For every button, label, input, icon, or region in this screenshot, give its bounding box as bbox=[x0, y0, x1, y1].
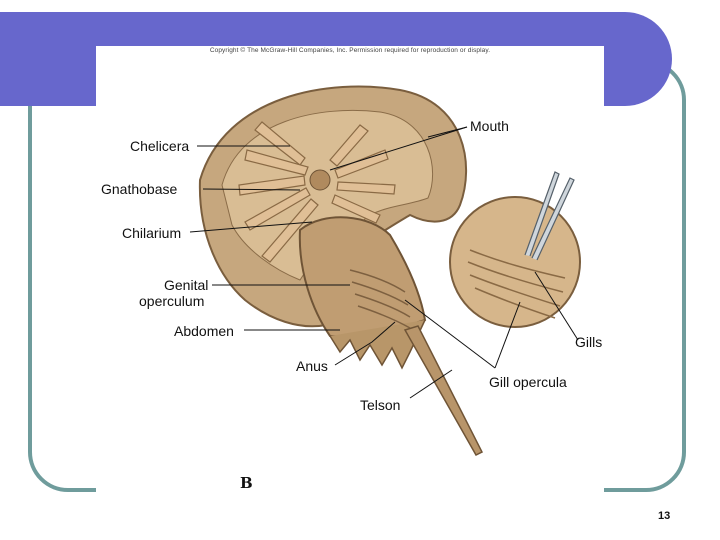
copyright-notice: Copyright © The McGraw-Hill Companies, I… bbox=[209, 47, 491, 54]
walking-legs bbox=[238, 121, 396, 263]
label-chilarium: Chilarium bbox=[122, 225, 182, 241]
label-genital: Genital bbox=[164, 277, 209, 293]
label-gnathobase: Gnathobase bbox=[101, 181, 178, 197]
gill-plates bbox=[349, 269, 411, 329]
mouth-area bbox=[309, 169, 331, 191]
label-gill-opercula: Gill opercula bbox=[489, 374, 567, 390]
label-gills: Gills bbox=[575, 334, 603, 350]
label-telson: Telson bbox=[360, 397, 401, 413]
label-chelicera: Chelicera bbox=[130, 138, 190, 154]
abdomen-shell bbox=[298, 216, 427, 338]
figure-panel-letter: B bbox=[240, 474, 253, 492]
slide-page-number: 13 bbox=[658, 510, 671, 522]
label-mouth: Mouth bbox=[470, 118, 509, 134]
telson bbox=[403, 325, 484, 456]
label-abdomen: Abdomen bbox=[174, 323, 234, 339]
abdomen-spines bbox=[329, 319, 426, 370]
inset-gill-lamellae bbox=[467, 249, 566, 319]
leader-lines bbox=[189, 126, 579, 399]
label-anus: Anus bbox=[296, 358, 328, 374]
label-operculum: operculum bbox=[139, 293, 205, 309]
forceps-icon bbox=[524, 171, 575, 261]
